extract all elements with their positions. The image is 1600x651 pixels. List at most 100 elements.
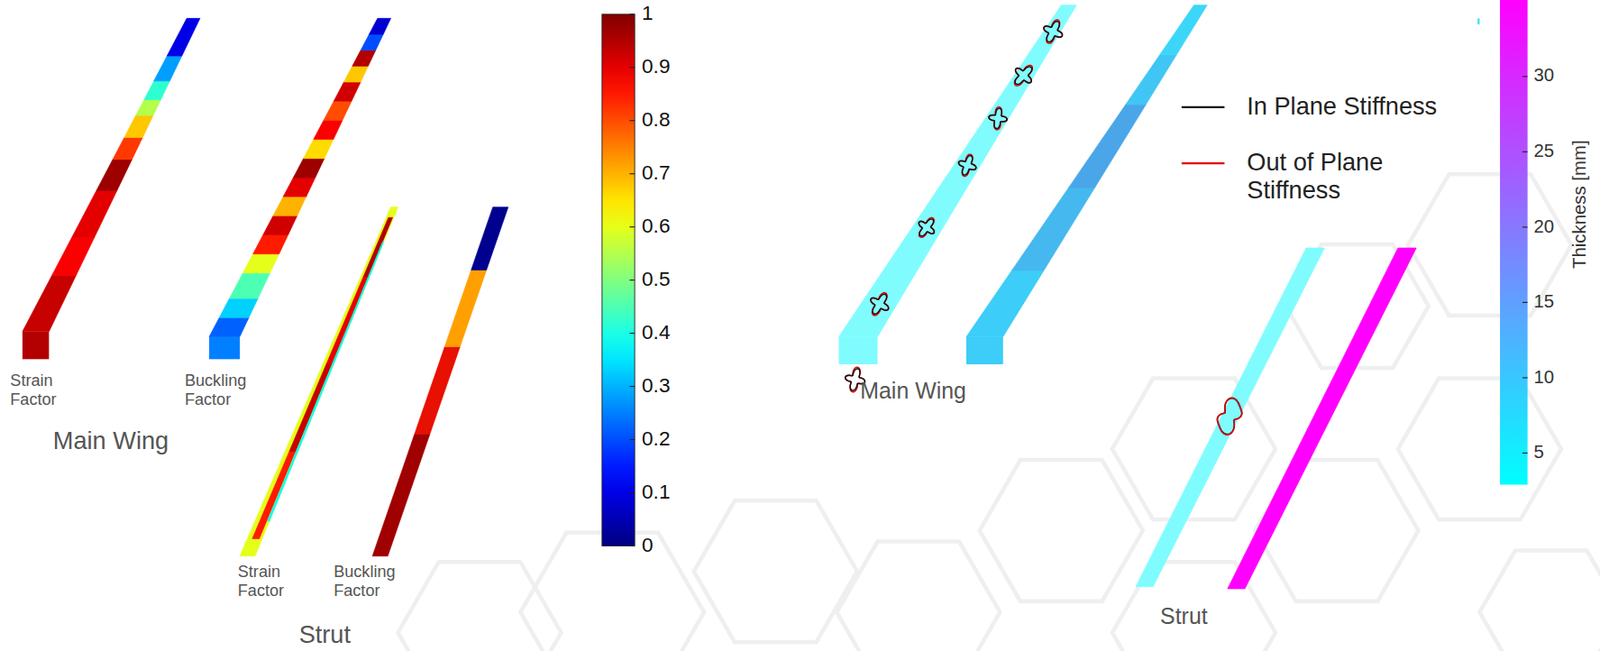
buckling-contour [360,34,384,51]
out-of-plane-stiffness-curve [959,154,977,176]
strut-planform [1135,247,1325,587]
jet-colorbar [602,14,635,547]
buckling-contour [273,196,307,216]
hexagon-watermark [1254,459,1418,602]
strain-contour-root [22,331,49,360]
in-plane-stiffness-curve [1217,398,1243,435]
hexagon-watermark [397,561,561,651]
colorbar-tick [629,385,635,387]
colorbar-tick-label: 1 [641,1,654,26]
colorbar-tick [1522,301,1528,303]
axis-caption: Strain Factor [9,371,82,410]
buckling-contour [283,177,316,197]
buckling-contour [292,158,324,178]
colorbar-tick [629,438,635,440]
buckling-contour [471,207,509,271]
strain-contour [112,137,143,159]
hexagon-watermark [1479,549,1600,651]
axis-caption: Buckling Factor [333,562,416,601]
colorbar-tick-label: 5 [1533,441,1544,463]
colorbar-tick [629,332,635,334]
in-plane-stiffness-curve [1043,21,1063,43]
wing-plots [22,5,1481,589]
panel-title: Strut [1160,603,1208,630]
strain-contour [144,81,171,101]
buckling-contour [333,82,361,101]
buckling-contour [369,18,392,35]
strain-contour [166,18,201,56]
strain-contour [267,241,384,522]
in-plane-stiffness-curve [870,293,889,314]
strain-contour [326,276,368,365]
buckling-contour [444,269,486,347]
strain-contour [136,100,162,116]
buckling-contour [343,65,368,83]
in-plane-stiffness-curve [988,108,1007,128]
buckling-contour [303,139,334,159]
in-plane-stiffness-curve [958,155,976,175]
strain-contour [154,55,183,82]
colorbar-tick [629,173,635,174]
buckling-contour [323,100,352,120]
hexagon-watermark [1408,173,1572,316]
legend-label: In Plane Stiffness [1246,91,1437,120]
colorbar-tick [1522,376,1528,378]
colorbar-tick [629,66,635,68]
colorbar-tick-label: 0.4 [641,320,670,345]
hexagon-watermark [979,459,1143,602]
wing-planform [839,5,1078,338]
thickness-contour [966,270,1044,338]
colorbar-tick-label: 0.5 [641,267,670,292]
hexagon-watermark [694,500,858,642]
colorbar-tick [1522,452,1528,454]
panel-title: Main Wing [53,426,169,455]
colorbar-tick-label: 0.1 [641,480,670,504]
panel-title: Strut [299,620,351,649]
legend-line [1181,106,1226,109]
buckling-contour [253,234,289,254]
colorbar-tick-label: 0.2 [641,427,670,451]
out-of-plane-stiffness-curve [1014,64,1033,86]
axis-caption: Buckling Factor [184,371,267,410]
strain-contour [96,159,133,192]
strain-contour [22,274,77,332]
colorbar-tick-label: 0.3 [641,374,670,398]
thickness-contour [1125,54,1177,105]
colorbar-tick-label: 0.9 [641,54,670,79]
colorbar-tick [629,119,635,121]
thickness-contour [1069,104,1147,188]
axis-caption: Strain Factor [237,562,310,601]
buckling-contour-root [209,336,240,359]
legend-line [1181,162,1226,165]
strain-contour [72,190,118,238]
stiffness-polar-plots [845,19,1243,435]
thickness-contour [1227,247,1417,589]
out-of-plane-stiffness-curve [870,292,889,316]
colorbar-tick-label: 10 [1533,366,1555,388]
out-of-plane-stiffness-curve [988,107,1007,130]
colorbar-tick [1522,75,1528,77]
colorbar-tick [629,492,635,494]
colorbar-tick-label: 0.8 [641,108,670,132]
buckling-contour [263,215,298,235]
wing-planform-root [839,336,878,365]
colorbar-title: Thickness [mm] [1569,139,1591,269]
in-plane-stiffness-curve [918,219,934,237]
thickness-contour [1012,187,1096,271]
out-of-plane-stiffness-curve [1043,19,1063,44]
strain-contour [363,217,394,277]
strain-contour [239,207,398,557]
buckling-contour [352,50,376,67]
thickness-colorbar [1499,0,1528,485]
panel-title: Main Wing [859,377,967,404]
colorbar-tick [629,13,635,15]
strain-contour [52,237,95,276]
colorbar-tick [1522,151,1528,153]
buckling-contour [228,273,270,299]
hexagon-watermark [1398,378,1562,521]
buckling-contour [372,433,430,556]
colorbar-tick [629,279,635,281]
colorbar-tick-label: 30 [1533,64,1555,86]
colorbar-tick [1522,226,1528,228]
